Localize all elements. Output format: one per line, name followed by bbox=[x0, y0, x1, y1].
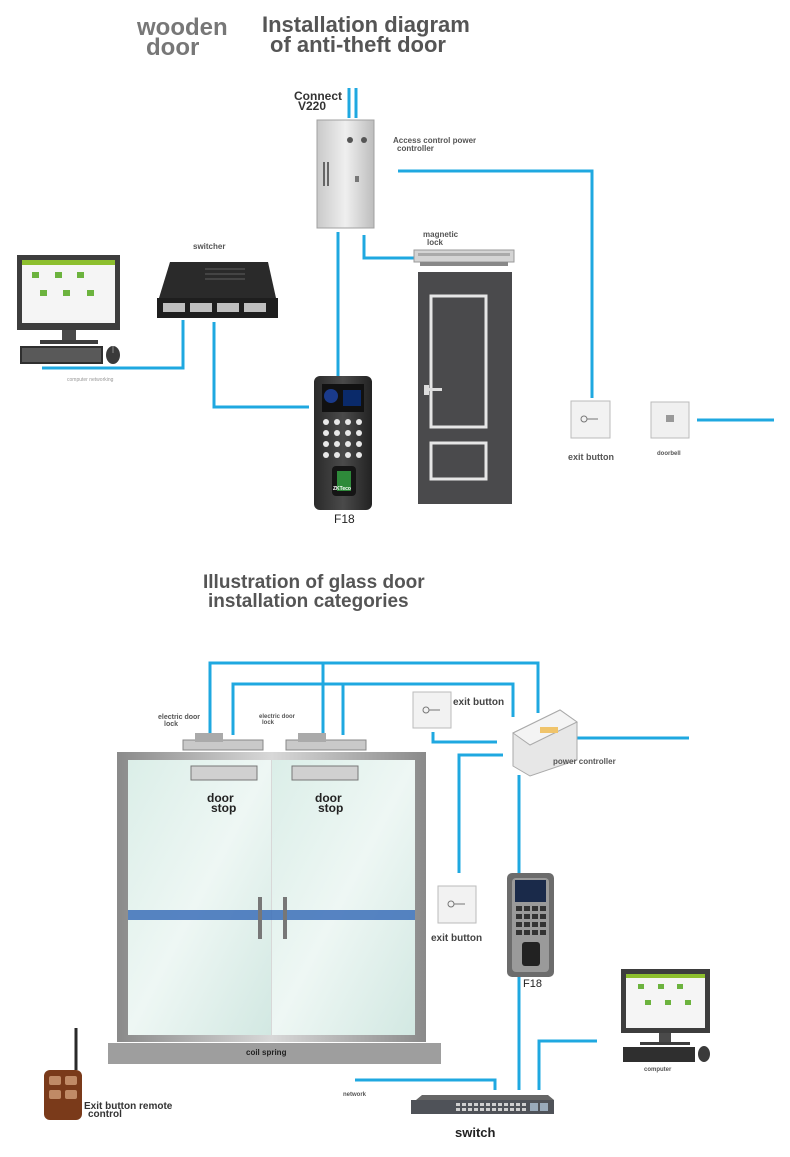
wooden-label: wooden bbox=[137, 14, 228, 41]
exit-button-glass-top bbox=[412, 691, 452, 729]
title-wooden-line1: Installation diagram bbox=[262, 12, 470, 37]
door-label: door bbox=[146, 34, 200, 61]
computer-label: computer bbox=[644, 1067, 672, 1073]
door-stop-left-line1: door bbox=[207, 791, 234, 805]
zkteco-brand: ZKTeco bbox=[333, 486, 351, 492]
wooden-door bbox=[418, 272, 512, 504]
wiring-top bbox=[42, 88, 774, 422]
title-wooden-line2: of anti-theft door bbox=[270, 32, 446, 57]
magnetic-lock-label-line2: lock bbox=[427, 238, 444, 247]
exit-button-label-top: exit button bbox=[568, 452, 614, 462]
magnetic-lock bbox=[413, 249, 515, 266]
door-stop-left-line2: stop bbox=[211, 801, 237, 815]
exit-button-label-glass-top: exit button bbox=[453, 697, 505, 708]
electric-door-lock-label-right-line1: electric door bbox=[259, 714, 296, 720]
electric-door-lock-left bbox=[182, 733, 264, 751]
v220-label: V220 bbox=[298, 99, 327, 113]
remote-control-device bbox=[44, 1028, 82, 1120]
computer-networking-caption: computer networking bbox=[67, 377, 114, 383]
switch-label: switch bbox=[455, 1125, 496, 1140]
electric-door-lock-label-right-line2: lock bbox=[262, 720, 275, 726]
exit-button-label-glass-mid: exit button bbox=[431, 933, 483, 944]
exit-button-top bbox=[570, 400, 611, 439]
f18-label-glass: F18 bbox=[523, 978, 542, 990]
doorbell-label: doorbell bbox=[657, 451, 681, 457]
f18-reader-top bbox=[314, 376, 372, 510]
electric-door-lock-label-left-line2: lock bbox=[164, 721, 179, 728]
remote-label-line1: Exit button remote bbox=[84, 1101, 173, 1112]
switcher-device bbox=[157, 262, 278, 318]
connect-label: Connect bbox=[294, 89, 342, 103]
remote-label-line2: control bbox=[88, 1109, 122, 1120]
title-glass-line2: installation categories bbox=[208, 591, 409, 612]
computer-glass bbox=[621, 969, 710, 1062]
network-label: network bbox=[343, 1092, 367, 1098]
exit-button-glass-mid bbox=[437, 885, 477, 924]
electric-door-lock-right bbox=[285, 733, 367, 751]
doorbell-device bbox=[650, 401, 690, 439]
switcher-label: switcher bbox=[193, 242, 226, 251]
coil-spring-label: coil spring bbox=[246, 1048, 287, 1057]
computer-top bbox=[17, 255, 120, 364]
electric-door-lock-label-left-line1: electric door bbox=[158, 714, 201, 721]
power-controller-label-line2: controller bbox=[397, 144, 434, 153]
access-control-power-controller bbox=[316, 119, 375, 229]
network-switch-device bbox=[411, 1095, 554, 1114]
f18-reader-glass bbox=[507, 873, 554, 977]
glass-double-door bbox=[117, 752, 426, 1042]
magnetic-lock-label-line1: magnetic bbox=[423, 230, 459, 239]
door-stop-right-line1: door bbox=[315, 791, 342, 805]
f18-label-top: F18 bbox=[334, 512, 355, 526]
power-controller-label-line1: Access control power bbox=[393, 136, 477, 145]
power-controller-device bbox=[512, 709, 578, 777]
title-glass-line1: Illustration of glass door bbox=[203, 572, 425, 593]
coil-spring-bar bbox=[108, 1043, 441, 1064]
power-controller-label: power controller bbox=[553, 757, 616, 766]
wiring-bottom bbox=[208, 661, 689, 1090]
door-stop-right-line2: stop bbox=[318, 801, 344, 815]
